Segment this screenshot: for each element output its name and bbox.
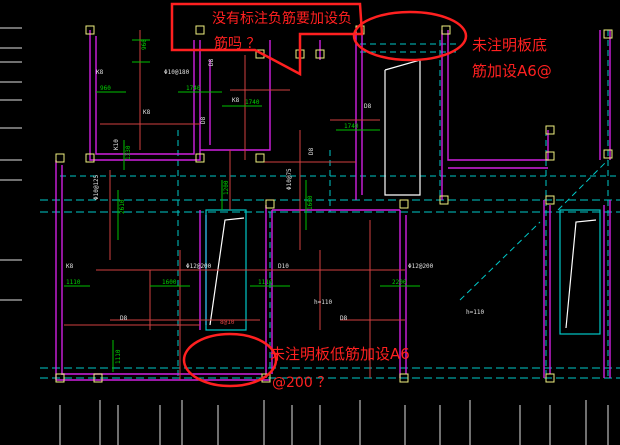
label-slab-thickness: h=110 — [466, 309, 484, 316]
diagonal-rebars — [209, 59, 597, 329]
bottom-note-line2: @200 ？ — [272, 375, 332, 391]
label-k8: K8 — [96, 69, 104, 76]
dim-label: 960 — [100, 85, 111, 92]
dim-label: 1600 — [307, 195, 314, 210]
markup-shapes — [170, 2, 468, 388]
label-d8: D8 — [364, 103, 372, 110]
beam-lines — [40, 30, 620, 379]
right-note-line2: 筋加设A6@ — [472, 62, 552, 80]
markup-circle-bottom — [182, 332, 278, 388]
bottom-note-line1: 未注明板低筋加设A6 — [270, 345, 410, 363]
dim-label: 1110 — [258, 279, 273, 286]
label-d8: D8 — [308, 147, 315, 155]
dim-label: 1110 — [115, 349, 122, 364]
label-k10: K10 — [113, 139, 120, 150]
dim-label: 960 — [141, 39, 148, 50]
axis-ticks-bottom — [59, 400, 609, 445]
dim-label: 1740 — [245, 99, 260, 106]
label-rebar: Φ10@125 — [93, 174, 100, 200]
label-slab-thickness: h=110 — [314, 299, 332, 306]
label-d8: D8 — [200, 116, 207, 124]
label-k8: K8 — [232, 97, 240, 104]
dim-label: 1200 — [223, 180, 230, 195]
label-d8: D8 — [340, 315, 348, 322]
dim-label: 2200 — [392, 279, 407, 286]
label-d8: D8 — [120, 315, 128, 322]
label-rebar: Φ10@75 — [286, 168, 293, 190]
markup-callout-box — [170, 2, 364, 77]
label-small-mark: 8@10 — [220, 319, 235, 326]
dim-label: 1740 — [186, 85, 201, 92]
dim-label: 1740 — [344, 123, 359, 130]
dim-label: 1330 — [125, 145, 132, 160]
label-k8: K8 — [143, 109, 151, 116]
top-question-line2: 筋吗 ？ — [214, 36, 261, 52]
rebar-leaders — [64, 30, 405, 380]
label-d10: D10 — [278, 263, 289, 270]
label-rebar: Φ12@200 — [408, 263, 434, 270]
right-note-line1: 未注明板底 — [472, 36, 548, 54]
top-question-line1: 没有标注负筋要加设负 — [212, 11, 352, 27]
dim-label: 2610 — [119, 199, 126, 214]
drawing-labels: K8 K8 K8 K8 K10 D8 D8 D8 D8 D8 D8 D10 Φ1… — [66, 58, 484, 326]
dim-label: 1600 — [162, 279, 177, 286]
label-rebar: Φ10@180 — [164, 69, 190, 76]
dimension-labels: 960 960 1740 1740 1740 1330 2610 1200 16… — [66, 39, 407, 364]
label-d8: D8 — [208, 58, 215, 66]
columns — [55, 25, 613, 383]
dimension-lines — [64, 39, 420, 372]
wall-outlines — [55, 30, 611, 381]
label-k8: K8 — [66, 263, 74, 270]
dim-label: 1110 — [66, 279, 81, 286]
markup-circle-top — [352, 10, 468, 62]
label-rebar: Φ12@200 — [186, 263, 212, 270]
axis-ticks-left — [0, 27, 22, 301]
